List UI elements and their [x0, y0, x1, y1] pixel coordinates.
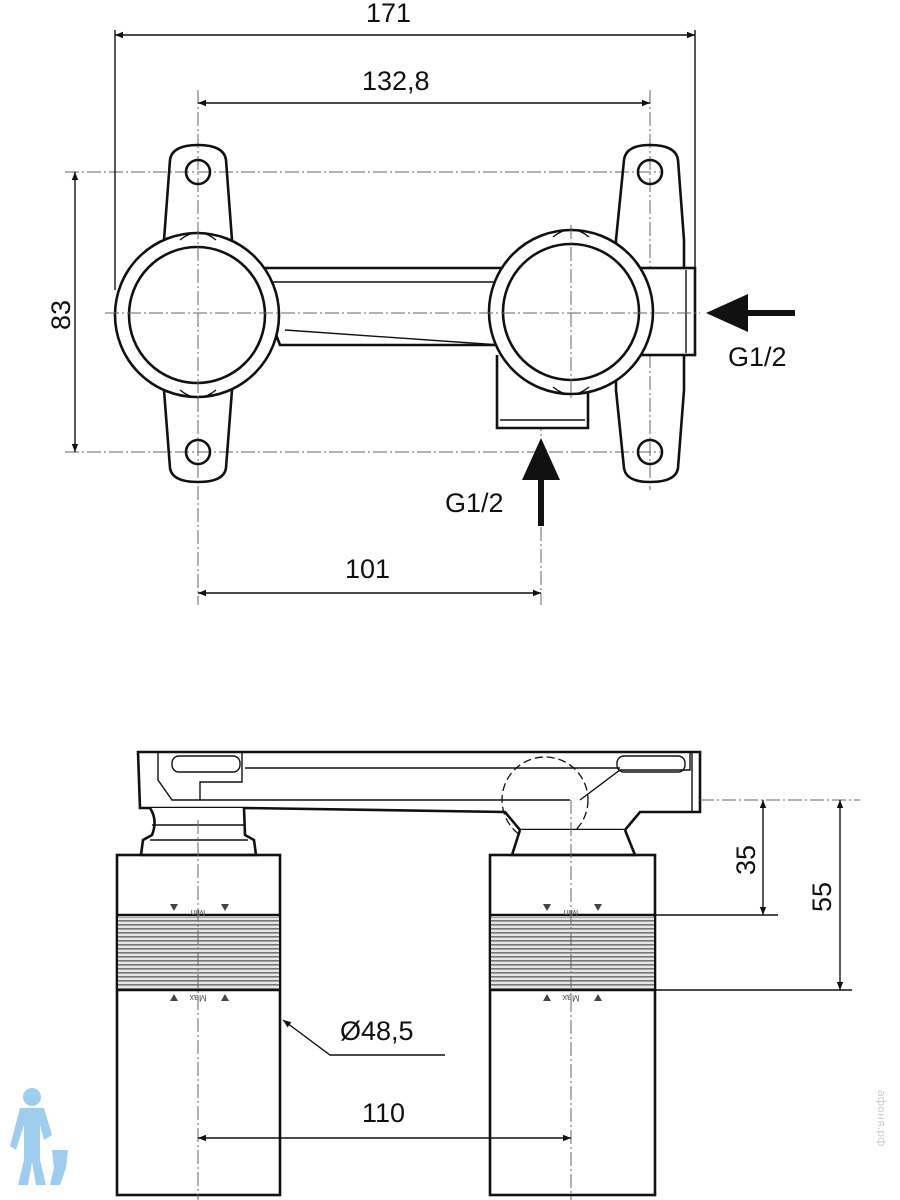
- dim-center-distance: 132,8: [362, 66, 430, 96]
- connecting-pipe: [263, 266, 507, 347]
- dim-max-depth: 55: [807, 882, 837, 912]
- mounting-hole: [636, 438, 664, 466]
- side-view: Min Max Min Max 35 55: [115, 750, 860, 1200]
- right-mounting-plate: [614, 143, 686, 484]
- bottom-inlet-label: G1/2: [445, 488, 504, 518]
- mounting-hole: [184, 438, 212, 466]
- top-view: 171 132,8 83 101 G1/2 G1/2: [46, 0, 795, 605]
- side-inlet-arrow: [706, 294, 795, 332]
- left-mounting-plate: [162, 143, 234, 484]
- dim-spacing: 110: [362, 1098, 405, 1128]
- bottom-inlet-arrow: [522, 438, 560, 526]
- dim-overall-width: 171: [366, 0, 411, 28]
- dim-diameter: Ø48,5: [340, 1016, 414, 1046]
- watermark: афоня.рф: [875, 1090, 888, 1147]
- dim-min-depth: 35: [731, 845, 761, 875]
- right-cylinder: Min Max: [488, 853, 657, 1197]
- mounting-hole: [636, 158, 664, 186]
- dim-outlet-offset: 101: [345, 554, 390, 584]
- side-inlet-label: G1/2: [728, 342, 787, 372]
- mounting-hole: [184, 158, 212, 186]
- left-valve-housing: [113, 231, 281, 399]
- dim-height: 83: [46, 300, 76, 330]
- plumber-logo: [10, 1088, 68, 1185]
